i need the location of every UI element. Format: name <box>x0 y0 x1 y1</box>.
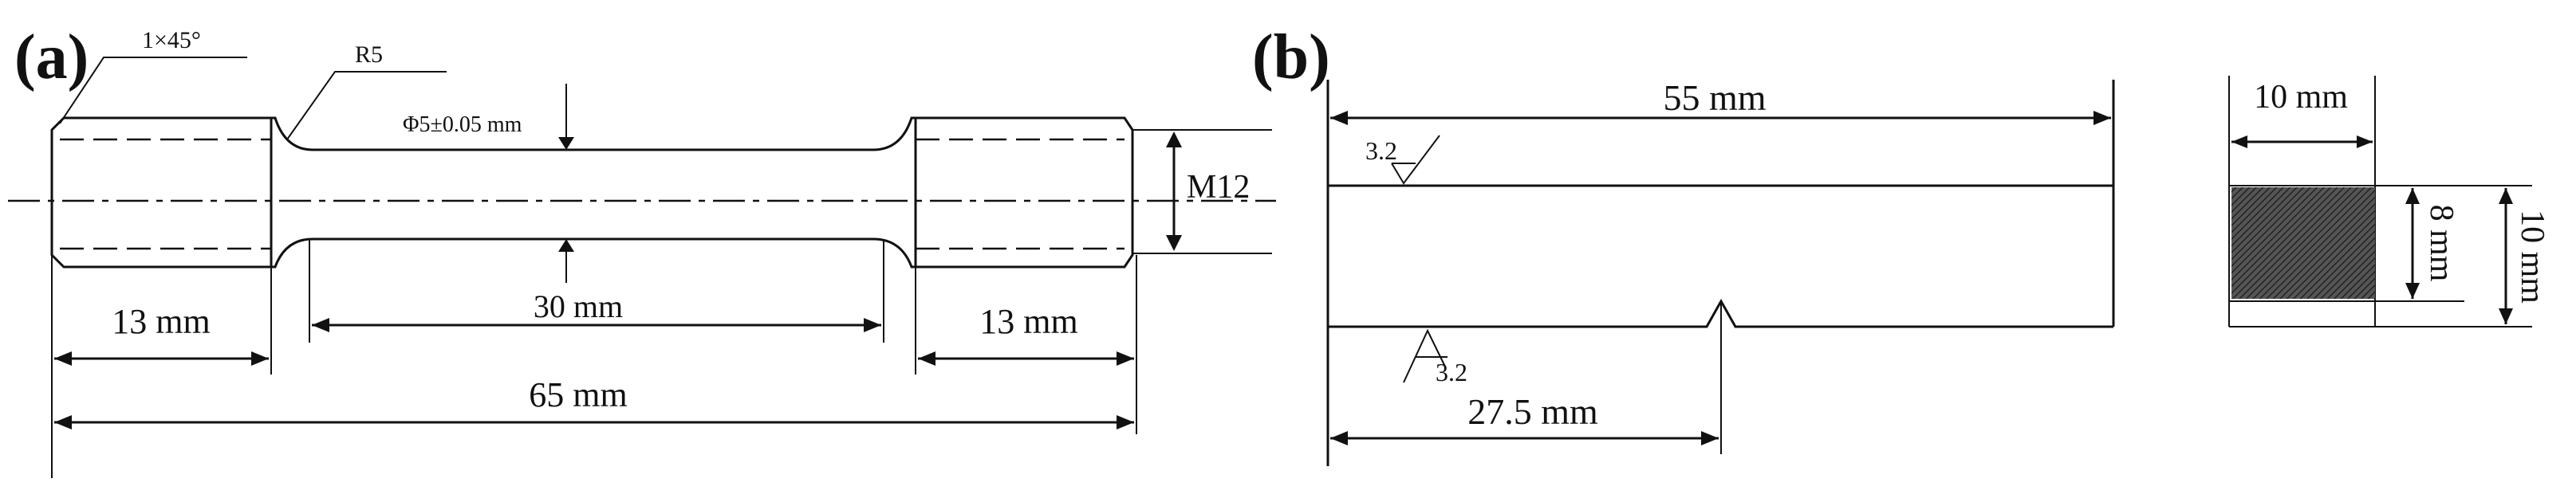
panel-a-tensile-specimen: (a) 1×45° R5 Φ5±0.05 mm M12 <box>8 22 1276 478</box>
roughness-top-value: 3.2 <box>1365 136 1397 165</box>
height-arrow-b <box>2499 308 2513 324</box>
length-arrow-r <box>2093 111 2111 125</box>
gauge-label: 30 mm <box>534 288 623 324</box>
gauge-arrow-r <box>864 318 881 332</box>
panel-b-charpy-specimen: (b) 55 mm 3.2 3.2 27.5 mm <box>1252 22 2550 466</box>
diameter-arrowhead-bottom <box>558 239 574 252</box>
height-label: 10 mm <box>2514 210 2550 304</box>
thread-label: M12 <box>1187 169 1250 206</box>
width-arrow-r <box>2357 135 2373 148</box>
roughness-bottom-value: 3.2 <box>1436 358 1467 386</box>
length-label: 55 mm <box>1663 77 1766 118</box>
length-arrow-l <box>1330 111 1348 125</box>
radius-label: R5 <box>355 41 383 68</box>
right-grip-arrow-r <box>1117 351 1134 366</box>
ligament-arrow-b <box>2405 283 2420 299</box>
height-arrow-t <box>2499 188 2513 204</box>
total-arrow-r <box>1117 415 1134 429</box>
left-grip-label: 13 mm <box>112 302 210 341</box>
panel-b-label: (b) <box>1252 22 1330 92</box>
diameter-label: Φ5±0.05 mm <box>403 112 522 137</box>
notch-position-label: 27.5 mm <box>1467 391 1598 432</box>
panel-a-label: (a) <box>14 22 89 92</box>
thread-arrowhead-top <box>1166 131 1182 147</box>
ligament-label: 8 mm <box>2423 205 2460 282</box>
notch-arrow-r <box>1701 431 1719 445</box>
chamfer-label: 1×45° <box>142 27 201 53</box>
radius-leader <box>286 71 447 140</box>
width-label: 10 mm <box>2254 79 2348 116</box>
total-length-label: 65 mm <box>529 375 627 414</box>
cross-section-hatched <box>2231 187 2375 299</box>
left-grip-arrow-l <box>54 351 72 366</box>
roughness-bottom-symbol <box>1403 328 1446 383</box>
gauge-arrow-l <box>312 318 329 332</box>
ligament-arrow-t <box>2405 188 2420 204</box>
chamfer-leader <box>59 57 247 124</box>
thread-arrowhead-bottom <box>1166 235 1182 251</box>
width-arrow-l <box>2231 135 2247 148</box>
right-grip-label: 13 mm <box>979 302 1077 341</box>
diameter-arrowhead-top <box>558 137 574 150</box>
notch-arrow-l <box>1330 431 1348 445</box>
left-grip-arrow-r <box>251 351 269 366</box>
total-arrow-l <box>54 415 72 429</box>
roughness-top-symbol <box>1391 135 1440 185</box>
right-grip-arrow-l <box>918 351 935 366</box>
specimen-outline <box>50 116 1134 269</box>
